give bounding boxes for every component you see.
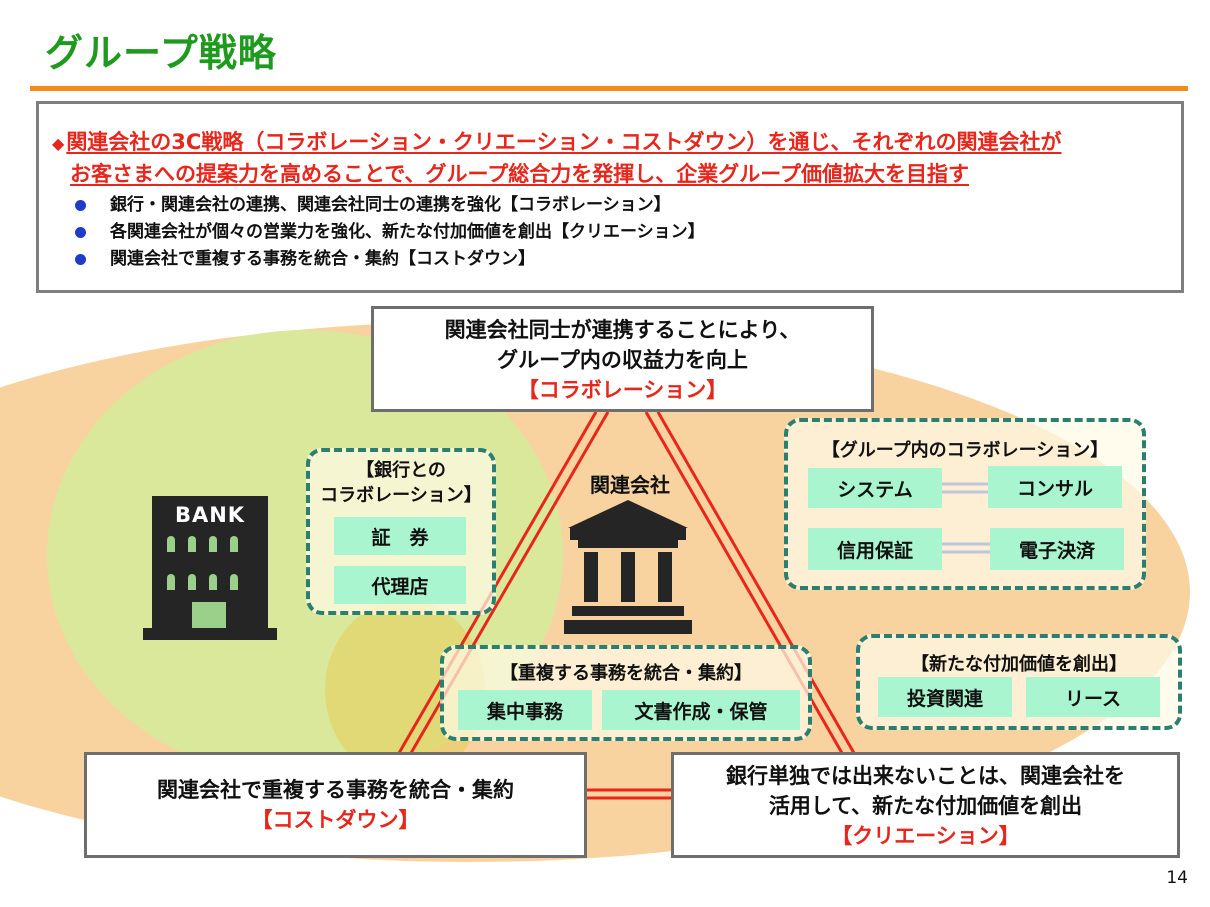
bullet-icon	[75, 200, 86, 211]
tile-central-processing: 集中事務	[458, 690, 592, 730]
bank-building-icon	[143, 496, 277, 640]
cost-down-line-1: 関連会社で重複する事務を統合・集約	[157, 778, 514, 802]
tile-consulting: コンサル	[988, 466, 1122, 508]
cost-down-tag: 【コストダウン】	[251, 808, 420, 832]
institution-icon	[564, 500, 692, 634]
bank-label: BANK	[174, 503, 246, 527]
bullet-list: 銀行・関連会社の連携、関連会社同士の連携を強化【コラボレーション】 各関連会社が…	[75, 192, 705, 273]
cost-consolidation-caption: 【重複する事務を統合・集約】	[500, 663, 752, 684]
creation-panel: 銀行単独では出来ないことは、関連会社を 活用して、新たな付加価値を創出 【クリエ…	[671, 752, 1180, 858]
summary-headline: ◆関連会社の3C戦略（コラボレーション・クリエーション・コストダウン）を通じ、そ…	[52, 127, 1172, 189]
tile-system: システム	[808, 468, 942, 508]
bank-collab-caption-1: 【銀行との	[356, 460, 446, 481]
list-item: 関連会社で重複する事務を統合・集約【コストダウン】	[75, 246, 705, 273]
tile-investment: 投資関連	[878, 677, 1012, 717]
cost-down-panel: 関連会社で重複する事務を統合・集約 【コストダウン】	[84, 752, 587, 858]
bullet-text: 各関連会社が個々の営業力を強化、新たな付加価値を創出【クリエーション】	[110, 222, 705, 242]
bullet-text: 銀行・関連会社の連携、関連会社同士の連携を強化【コラボレーション】	[110, 195, 671, 215]
title-divider	[30, 86, 1188, 91]
collaboration-line-1: 関連会社同士が連携することにより、	[444, 318, 801, 342]
group-collab-caption: 【グループ内のコラボレーション】	[821, 440, 1109, 461]
page-title: グループ戦略	[45, 31, 277, 75]
creation-tag: 【クリエーション】	[831, 824, 1020, 848]
bullet-icon	[75, 254, 86, 265]
collaboration-tag: 【コラボレーション】	[517, 378, 728, 402]
collaboration-line-2: グループ内の収益力を向上	[497, 348, 748, 372]
diamond-icon: ◆	[52, 134, 65, 153]
tile-agency: 代理店	[334, 566, 466, 604]
tile-leasing: リース	[1026, 677, 1160, 717]
list-item: 各関連会社が個々の営業力を強化、新たな付加価値を創出【クリエーション】	[75, 219, 705, 246]
new-value-caption: 【新たな付加価値を創出】	[911, 654, 1127, 675]
bank-collab-caption-2: コラボレーション】	[320, 485, 482, 506]
list-item: 銀行・関連会社の連携、関連会社同士の連携を強化【コラボレーション】	[75, 192, 705, 219]
bullet-text: 関連会社で重複する事務を統合・集約【コストダウン】	[110, 249, 535, 269]
center-label: 関連会社	[590, 473, 670, 497]
creation-line-1: 銀行単独では出来ないことは、関連会社を	[726, 764, 1125, 788]
headline-line-2: お客さまへの提案力を高めることで、グループ総合力を発揮し、企業グループ価値拡大を…	[70, 162, 970, 186]
collaboration-panel: 関連会社同士が連携することにより、 グループ内の収益力を向上 【コラボレーション…	[371, 306, 874, 412]
bullet-icon	[75, 227, 86, 238]
summary-box	[36, 101, 1184, 293]
page-number: 14	[1166, 868, 1188, 888]
tile-securities: 証 券	[334, 517, 466, 555]
creation-line-2: 活用して、新たな付加価値を創出	[768, 794, 1083, 818]
tile-document-management: 文書作成・保管	[602, 690, 800, 730]
tile-credit-guarantee: 信用保証	[808, 528, 942, 570]
tile-e-payment: 電子決済	[990, 528, 1124, 570]
headline-line-1: 関連会社の3C戦略（コラボレーション・クリエーション・コストダウン）を通じ、それ…	[66, 130, 1062, 154]
